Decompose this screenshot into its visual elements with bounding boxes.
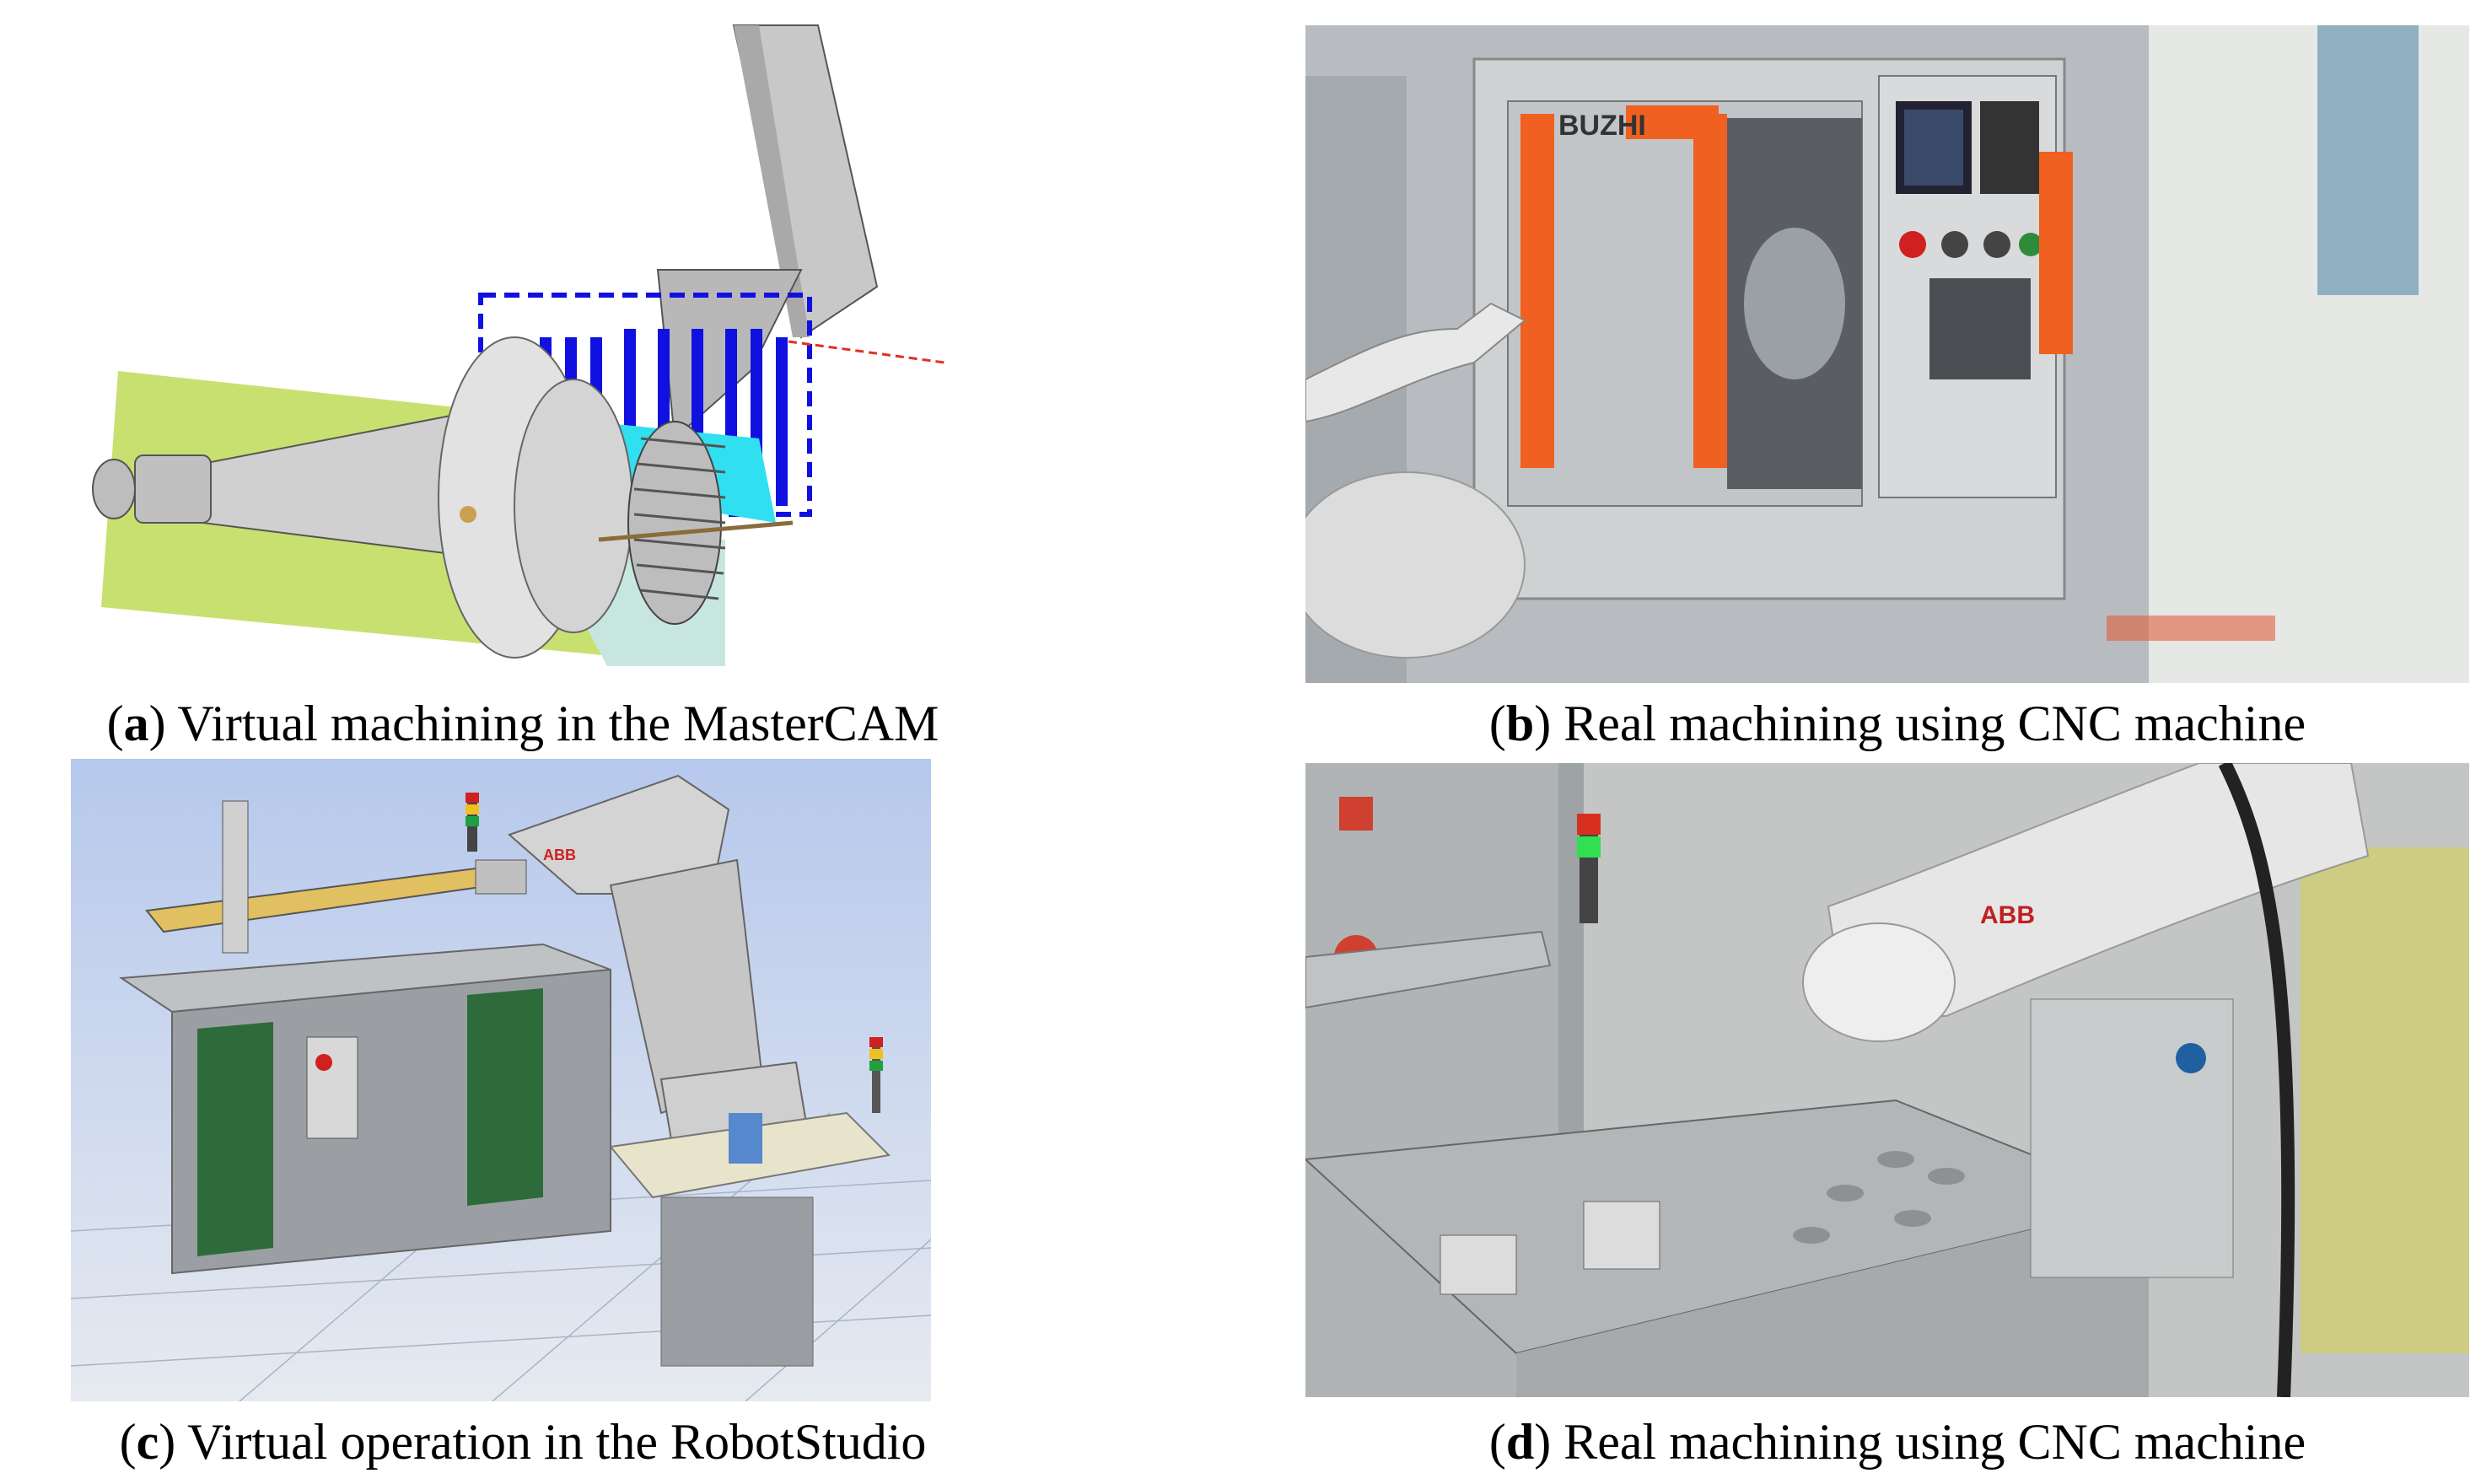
- cabinet-door-left: [197, 1022, 273, 1256]
- keypad: [1980, 101, 2039, 194]
- spindle-end: [134, 454, 212, 524]
- chuck-ring: [514, 379, 633, 633]
- panel-d-robot-photo: ABB: [1305, 763, 2469, 1397]
- brand-label: BUZHI: [1558, 110, 1646, 142]
- robot-logo: ABB: [1980, 901, 2035, 929]
- panel-a-mastercam-image: [67, 17, 978, 683]
- panel-b-cnc-photo: BUZHI: [1305, 25, 2469, 683]
- robot-cell-photo: ABB: [1305, 763, 2469, 1397]
- robot-arm: [1305, 302, 1526, 423]
- caption-letter-c: c: [136, 1414, 159, 1470]
- caption-text-c: ) Virtual operation in the RobotStudio: [159, 1414, 927, 1470]
- robot-upper-arm: [508, 774, 730, 895]
- caption-text-a: ) Virtual machining in the MasterCAM: [148, 696, 939, 751]
- tool-shaft-side: [734, 25, 810, 337]
- robotstudio-scene: ABB: [71, 759, 931, 1401]
- robot-base: [1305, 471, 1526, 659]
- caption-letter-d: d: [1505, 1414, 1535, 1470]
- fixture-holes: [1793, 1151, 1965, 1244]
- safety-fence: [2301, 847, 2469, 1353]
- caption-text-b: ) Real machining using CNC machine: [1534, 696, 2306, 751]
- button-grid: [1929, 278, 2031, 379]
- caption-text-d: ) Real machining using CNC machine: [1534, 1414, 2306, 1470]
- robot-controller: [2030, 998, 2234, 1278]
- rail-post: [222, 800, 249, 954]
- window: [2317, 25, 2419, 295]
- robot-arm: [1827, 763, 2370, 1017]
- panel-orange-strip: [2039, 152, 2073, 354]
- workpiece-axis: [598, 520, 794, 542]
- caption-panel-b: (b) Real machining using CNC machine: [1488, 696, 2306, 751]
- chuck: [1744, 228, 1845, 379]
- warning-label: [1339, 797, 1373, 831]
- workpiece: [729, 1113, 762, 1164]
- emergency-stop: [1899, 231, 1926, 258]
- caption-panel-c: (c) Virtual operation in the RobotStudio: [119, 1414, 927, 1470]
- mastercam-illustration: [92, 24, 945, 666]
- cnc-machine-photo: BUZHI: [1305, 25, 2469, 683]
- spindle-cap: [92, 459, 136, 519]
- door-frame-left: [1520, 114, 1554, 468]
- conveyor-stand: [660, 1196, 814, 1367]
- table-front: [1516, 1202, 2149, 1397]
- cabinet-door-right: [467, 988, 543, 1206]
- robot-cable: [2218, 763, 2295, 1397]
- origin-marker: [460, 506, 476, 523]
- caption-letter-a: a: [123, 696, 149, 751]
- wall-right: [2149, 25, 2469, 683]
- caption-panel-d: (d) Real machining using CNC machine: [1488, 1414, 2306, 1470]
- thread-lines: [633, 437, 726, 600]
- panel-c-robotstudio-image: ABB: [71, 759, 931, 1401]
- caption-panel-a: (a) Virtual machining in the MasterCAM: [106, 696, 939, 751]
- robot-wrist: [1802, 922, 1956, 1042]
- caption-letter-b: b: [1505, 696, 1535, 751]
- robot-logo: ABB: [543, 847, 576, 863]
- control-box: [306, 1036, 358, 1139]
- linear-rail: [1305, 930, 1552, 1009]
- door-frame-right: [1693, 114, 1727, 468]
